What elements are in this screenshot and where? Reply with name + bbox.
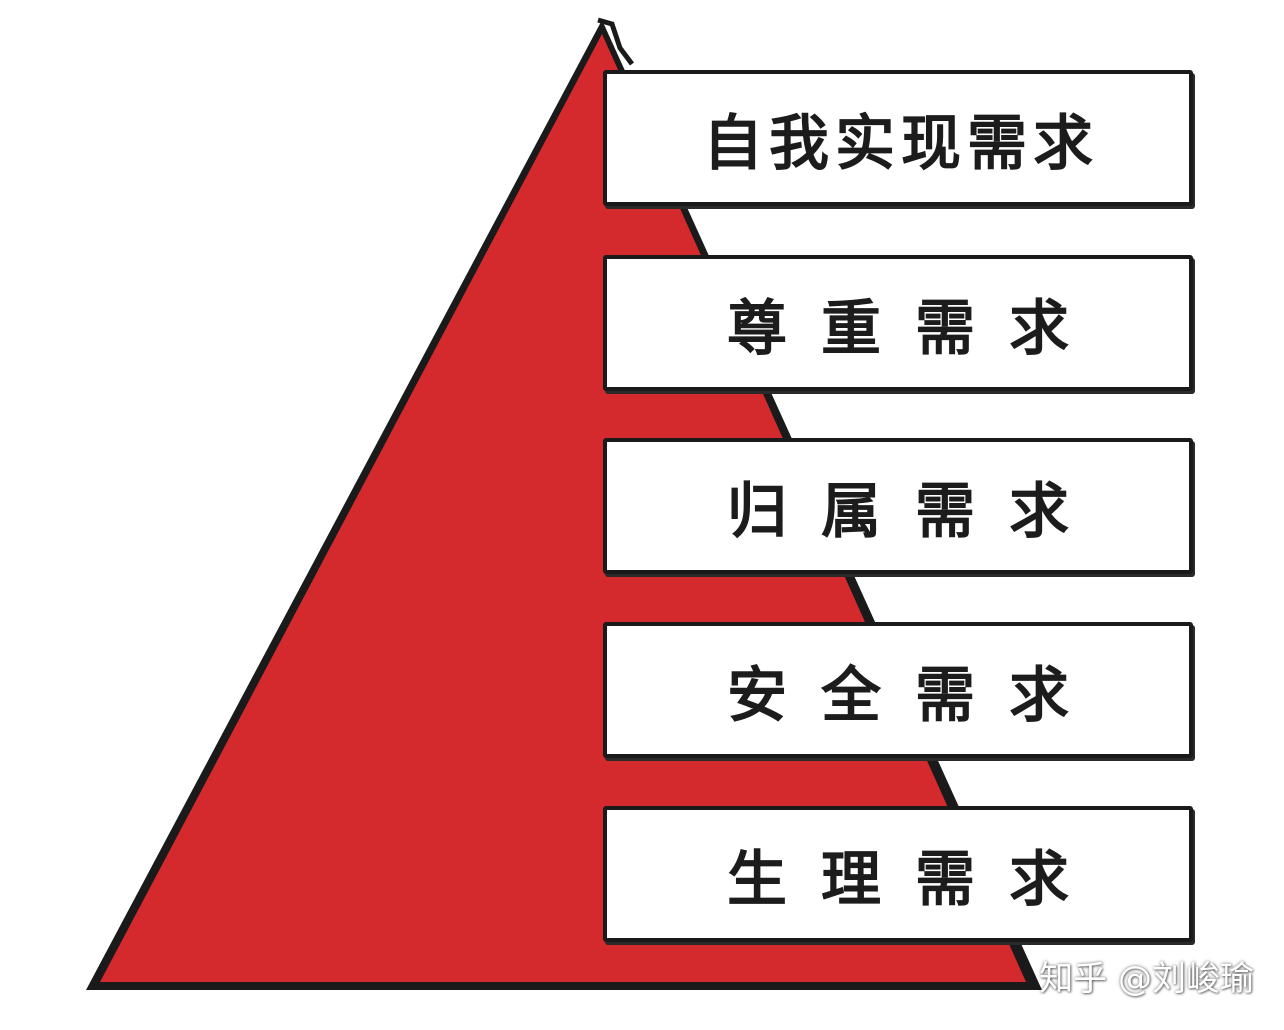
- watermark: 知乎 @刘峻瑜: [1039, 959, 1254, 999]
- level-label-physiological: 生理需求: [727, 844, 1103, 915]
- level-box-esteem: 尊重需求: [603, 255, 1193, 391]
- level-label-safety: 安全需求: [727, 660, 1103, 731]
- level-label-esteem: 尊重需求: [727, 293, 1103, 364]
- level-box-belonging: 归属需求: [603, 438, 1193, 574]
- level-box-physiological: 生理需求: [603, 806, 1193, 942]
- level-box-safety: 安全需求: [603, 622, 1193, 758]
- level-box-self-actualization: 自我实现需求: [603, 70, 1193, 206]
- pyramid-tip-mark: [597, 17, 634, 66]
- level-label-self-actualization: 自我实现需求: [703, 108, 1099, 179]
- level-label-belonging: 归属需求: [727, 476, 1103, 547]
